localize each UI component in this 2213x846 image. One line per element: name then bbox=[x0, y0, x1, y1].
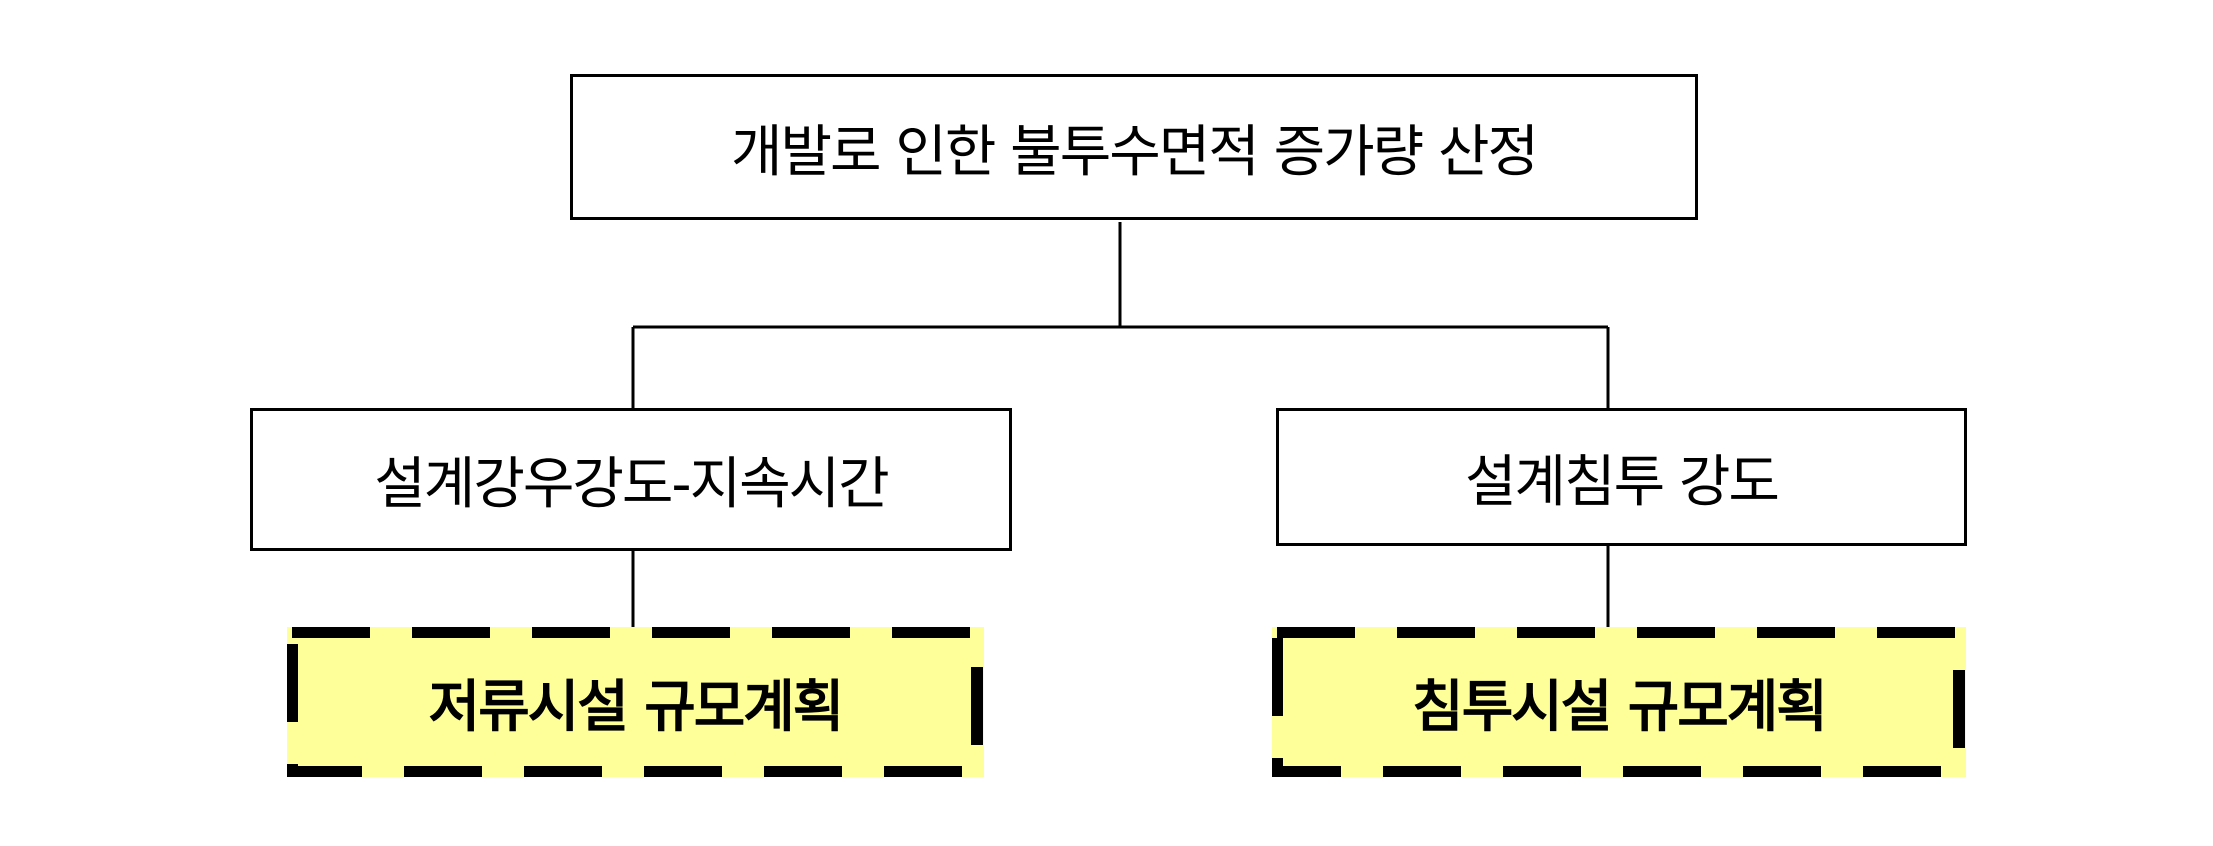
right-node-label: 설계침투 강도 bbox=[1465, 449, 1780, 515]
left-result-frame bbox=[287, 627, 984, 777]
left-result-node: 저류시설 규모계획 bbox=[287, 627, 984, 777]
top-node: 개발로 인한 불투수면적 증가량 산정 bbox=[570, 74, 1698, 220]
left-node-label: 설계강우강도-지속시간 bbox=[374, 452, 889, 517]
right-result-label: 침투시설 규모계획 bbox=[1412, 674, 1828, 740]
right-node: 설계침투 강도 bbox=[1276, 408, 1967, 546]
top-node-label: 개발로 인한 불투수면적 증가량 산정 bbox=[730, 119, 1539, 185]
left-node: 설계강우강도-지속시간 bbox=[250, 408, 1012, 551]
right-result-frame bbox=[1272, 627, 1966, 777]
right-result-node: 침투시설 규모계획 bbox=[1272, 627, 1966, 777]
left-result-label: 저류시설 규모계획 bbox=[428, 674, 845, 740]
